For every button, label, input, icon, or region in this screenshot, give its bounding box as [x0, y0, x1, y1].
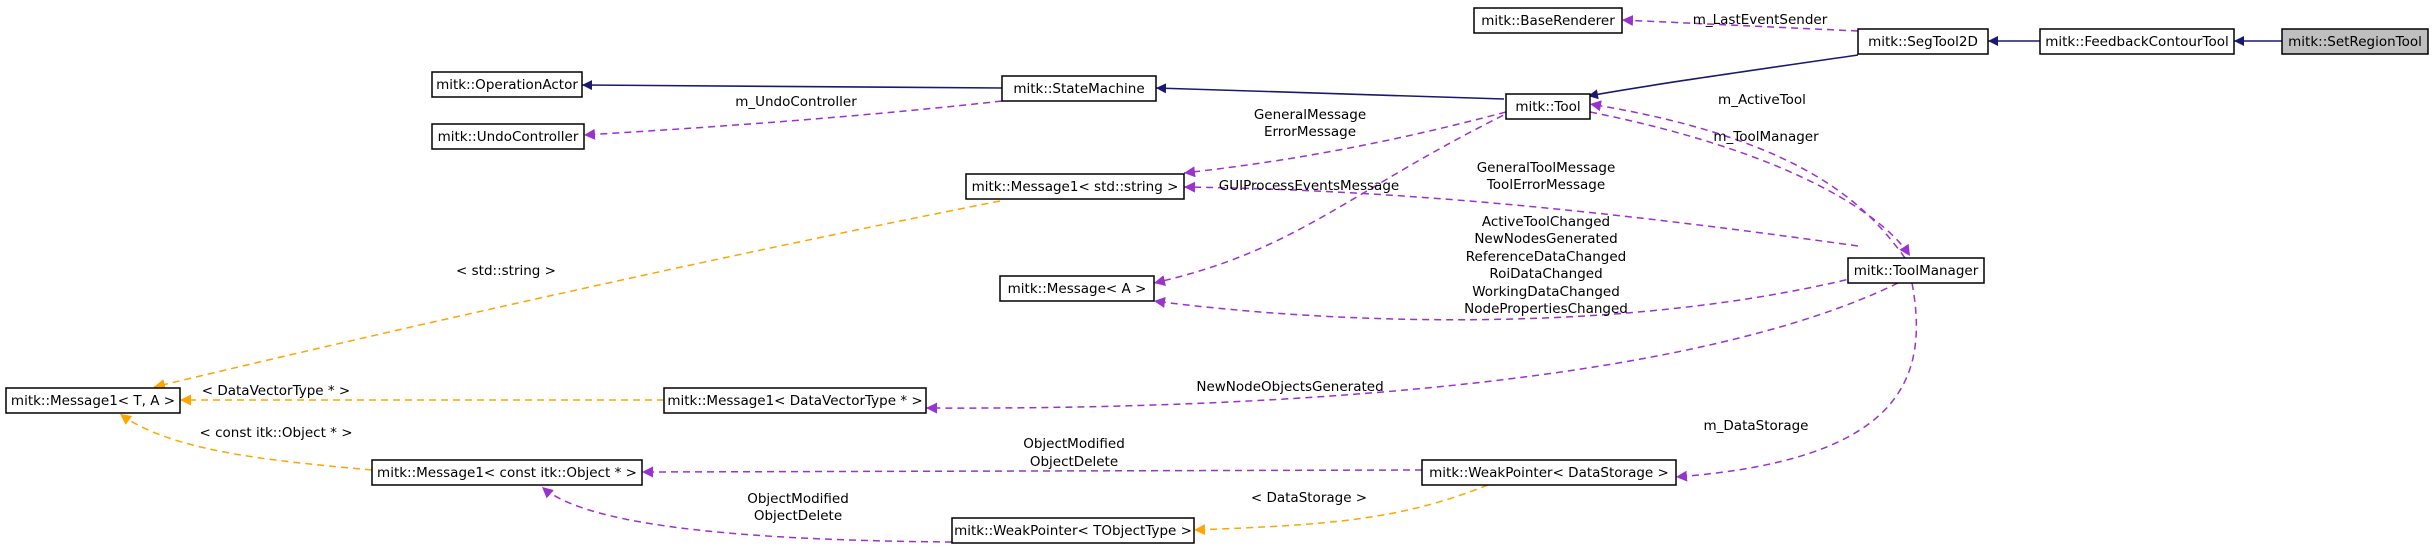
- svg-text:mitk::StateMachine: mitk::StateMachine: [1013, 81, 1144, 97]
- svg-text:mitk::Message1< DataVectorType: mitk::Message1< DataVectorType * >: [667, 393, 922, 409]
- node-message-a[interactable]: mitk::Message< A >: [999, 275, 1155, 302]
- label-data-storage-template: < DataStorage >: [1251, 490, 1367, 506]
- label-reference-data-changed: ReferenceDataChanged: [1466, 249, 1626, 265]
- edge-message1object-to-message1ta: [119, 413, 373, 471]
- svg-text:mitk::Tool: mitk::Tool: [1515, 99, 1580, 115]
- svg-text:mitk::Message1< T, A >: mitk::Message1< T, A >: [11, 393, 175, 409]
- edge-toolmanager-to-message1datavector: [925, 282, 1899, 414]
- label-working-data-changed: WorkingDataChanged: [1472, 284, 1620, 300]
- node-weakpointer-tobject[interactable]: mitk::WeakPointer< TObjectType >: [951, 517, 1195, 544]
- edge-message1string-to-message1ta: [153, 200, 1001, 390]
- node-operation-actor[interactable]: mitk::OperationActor: [431, 71, 583, 98]
- label-data-vector-template: < DataVectorType * >: [202, 383, 351, 399]
- svg-text:mitk::UndoController: mitk::UndoController: [438, 129, 579, 145]
- svg-text:mitk::WeakPointer< TObjectType: mitk::WeakPointer< TObjectType >: [954, 523, 1192, 539]
- label-object-modified-1: ObjectModified: [1023, 436, 1125, 452]
- label-general-tool-message: GeneralToolMessage: [1477, 160, 1616, 176]
- svg-text:mitk::FeedbackContourTool: mitk::FeedbackContourTool: [2045, 34, 2229, 50]
- label-object-delete-1: ObjectDelete: [1030, 454, 1118, 470]
- edge-statemachine-to-operationactor: [581, 80, 1003, 91]
- label-new-node-objects-generated: NewNodeObjectsGenerated: [1196, 379, 1383, 395]
- svg-text:mitk::WeakPointer< DataStorage: mitk::WeakPointer< DataStorage >: [1429, 465, 1669, 481]
- label-m-undo-controller: m_UndoController: [735, 94, 857, 110]
- label-const-object-template: < const itk::Object * >: [199, 425, 352, 441]
- svg-text:mitk::OperationActor: mitk::OperationActor: [436, 77, 578, 93]
- node-seg-tool-2d[interactable]: mitk::SegTool2D: [1857, 28, 1989, 55]
- svg-text:mitk::Message1< const itk::Obj: mitk::Message1< const itk::Object * >: [377, 465, 637, 481]
- label-gui-process-events: GUIProcessEventsMessage: [1219, 178, 1399, 194]
- label-std-string-template: < std::string >: [456, 263, 556, 279]
- edge-toolmanager-to-messagea: [1153, 276, 1859, 321]
- label-new-nodes-generated: NewNodesGenerated: [1474, 231, 1617, 247]
- node-message1-ta[interactable]: mitk::Message1< T, A >: [5, 387, 181, 414]
- label-error-message: ErrorMessage: [1264, 124, 1356, 140]
- label-m-data-storage: m_DataStorage: [1704, 418, 1809, 434]
- label-object-delete-2: ObjectDelete: [754, 508, 842, 524]
- node-feedback-contour-tool[interactable]: mitk::FeedbackContourTool: [2039, 28, 2235, 55]
- svg-text:mitk::ToolManager: mitk::ToolManager: [1854, 263, 1979, 279]
- label-object-modified-2: ObjectModified: [747, 491, 849, 507]
- svg-text:mitk::SegTool2D: mitk::SegTool2D: [1868, 34, 1978, 50]
- node-message1-const-object[interactable]: mitk::Message1< const itk::Object * >: [371, 459, 643, 486]
- edge-statemachine-to-undocontroller: [583, 100, 1003, 140]
- label-tool-error-message: ToolErrorMessage: [1486, 177, 1605, 193]
- label-m-tool-manager: m_ToolManager: [1713, 129, 1819, 145]
- svg-text:mitk::BaseRenderer: mitk::BaseRenderer: [1481, 13, 1615, 29]
- node-state-machine[interactable]: mitk::StateMachine: [1001, 75, 1157, 102]
- svg-text:mitk::SetRegionTool: mitk::SetRegionTool: [2288, 34, 2422, 50]
- label-roi-data-changed: RoiDataChanged: [1489, 266, 1602, 282]
- node-base-renderer[interactable]: mitk::BaseRenderer: [1473, 7, 1623, 34]
- edge-tool-to-message1string: [1183, 111, 1507, 178]
- node-set-region-tool[interactable]: mitk::SetRegionTool: [2281, 28, 2429, 55]
- label-active-tool-changed: ActiveToolChanged: [1482, 214, 1610, 230]
- edge-segtool2d-to-tool: [1587, 54, 1859, 100]
- edge-segtool2d-to-baserenderer: [1621, 15, 1859, 32]
- label-m-active-tool: m_ActiveTool: [1718, 92, 1806, 108]
- node-tool-manager[interactable]: mitk::ToolManager: [1847, 257, 1985, 284]
- label-node-properties-changed: NodePropertiesChanged: [1464, 301, 1628, 317]
- node-message1-data-vector[interactable]: mitk::Message1< DataVectorType * >: [663, 387, 927, 414]
- edge-toolmanager-to-tool: [1589, 100, 1906, 259]
- edge-weakpointerdatastorage-to-weakpointertobject: [1193, 484, 1489, 536]
- edge-tool-to-toolmanager: [1589, 111, 1911, 257]
- edge-tool-to-statemachine: [1155, 83, 1505, 100]
- svg-text:mitk::Message1< std::string >: mitk::Message1< std::string >: [972, 179, 1179, 195]
- node-undo-controller[interactable]: mitk::UndoController: [431, 123, 585, 150]
- label-general-message: GeneralMessage: [1254, 107, 1366, 123]
- node-weakpointer-datastorage[interactable]: mitk::WeakPointer< DataStorage >: [1421, 459, 1677, 486]
- label-m-last-event-sender: m_LastEventSender: [1693, 12, 1828, 28]
- edge-toolmanager-to-weakpointerdatastorage: [1675, 282, 1918, 482]
- edge-weakpointerdatastorage-to-message1object: [641, 466, 1423, 478]
- node-tool[interactable]: mitk::Tool: [1505, 93, 1591, 120]
- node-message1-string[interactable]: mitk::Message1< std::string >: [965, 173, 1185, 200]
- svg-text:mitk::Message< A >: mitk::Message< A >: [1008, 281, 1147, 297]
